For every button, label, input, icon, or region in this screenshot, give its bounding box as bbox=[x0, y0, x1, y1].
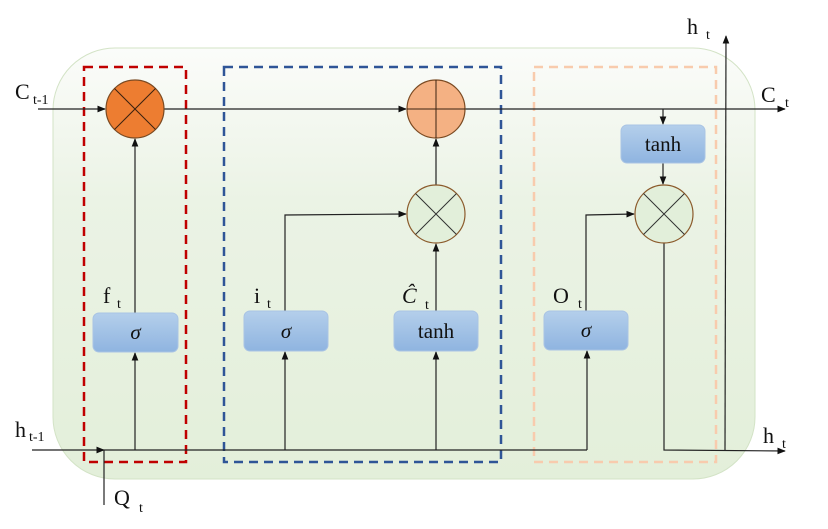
input-multiply-node bbox=[406, 184, 466, 244]
input-gate-region bbox=[222, 65, 503, 464]
svg-text:C: C bbox=[15, 79, 30, 104]
input-sigma-box: σ bbox=[243, 310, 329, 352]
svg-text:h: h bbox=[763, 423, 774, 448]
candidate-tanh-label: tanh bbox=[418, 319, 455, 343]
candidate-tanh-box: tanh bbox=[393, 310, 479, 352]
svg-text:t: t bbox=[117, 297, 121, 312]
forget-sigma-box: σ bbox=[92, 312, 179, 353]
svg-text:f: f bbox=[103, 283, 111, 308]
forget-gate-region bbox=[82, 65, 188, 464]
label-h-out: h t bbox=[763, 423, 786, 452]
label-c-prev: C t-1 bbox=[15, 79, 49, 108]
label-i: i t bbox=[254, 283, 271, 312]
cell-background bbox=[52, 47, 756, 480]
svg-text:i: i bbox=[254, 283, 260, 308]
label-h-prev: h t-1 bbox=[15, 417, 45, 445]
cell-add-node bbox=[406, 79, 466, 139]
svg-text:O: O bbox=[553, 283, 569, 308]
svg-text:t: t bbox=[139, 501, 143, 516]
output-multiply-node bbox=[634, 184, 694, 244]
svg-text:h: h bbox=[687, 14, 698, 39]
svg-text:t: t bbox=[706, 28, 710, 43]
label-h-top: h t bbox=[687, 14, 710, 43]
output-sigma-box: σ bbox=[543, 310, 629, 351]
output-sigma-label: σ bbox=[581, 318, 593, 342]
label-c-out: C t bbox=[761, 82, 789, 111]
label-o: O t bbox=[553, 283, 582, 312]
svg-text:h: h bbox=[15, 417, 26, 442]
svg-text:Q: Q bbox=[114, 485, 130, 510]
svg-text:t: t bbox=[267, 297, 271, 312]
svg-text:t: t bbox=[578, 297, 582, 312]
svg-text:C: C bbox=[761, 82, 776, 107]
input-sigma-label: σ bbox=[281, 319, 293, 343]
cell-tanh-label: tanh bbox=[645, 132, 682, 156]
label-q: Q t bbox=[114, 485, 143, 516]
cell-tanh-box: tanh bbox=[620, 124, 706, 164]
forget-multiply-node bbox=[105, 79, 165, 139]
svg-text:t: t bbox=[785, 96, 789, 111]
svg-text:t: t bbox=[425, 298, 429, 313]
forget-sigma-label: σ bbox=[130, 320, 142, 344]
svg-text:Ĉ: Ĉ bbox=[402, 283, 417, 308]
output-gate-region bbox=[532, 65, 718, 464]
svg-text:t-1: t-1 bbox=[29, 430, 45, 445]
svg-text:t: t bbox=[782, 437, 786, 452]
label-c-hat: Ĉ t bbox=[402, 283, 429, 313]
svg-text:t-1: t-1 bbox=[33, 93, 49, 108]
label-f: f t bbox=[103, 283, 121, 312]
